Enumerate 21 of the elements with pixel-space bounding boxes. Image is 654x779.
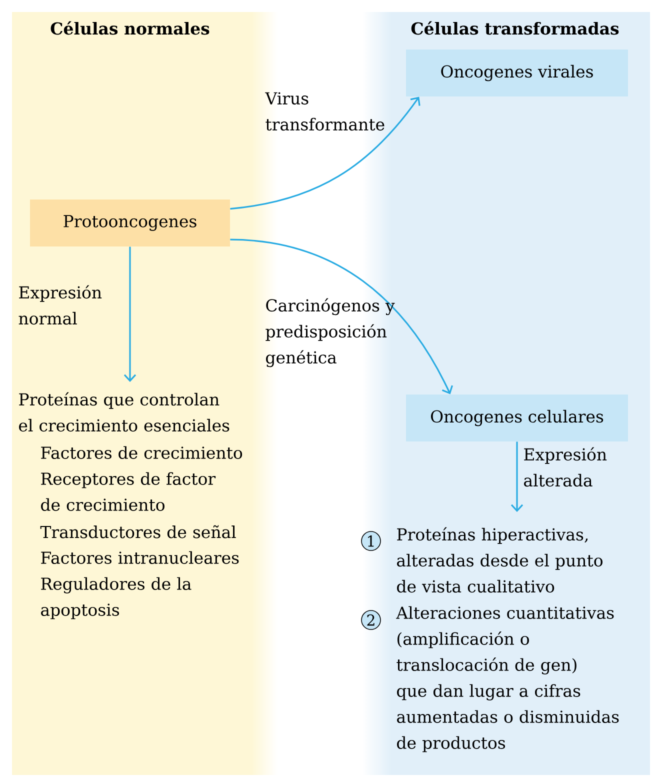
list-item: Transductores de señal bbox=[40, 525, 236, 538]
callout-number: 1 bbox=[361, 531, 381, 551]
arrow bbox=[510, 442, 524, 512]
list-item: Reguladores de la apoptosis bbox=[41, 577, 192, 620]
edge-label: Expresión normal bbox=[18, 285, 102, 325]
arrow bbox=[124, 246, 136, 382]
list-item: Alteraciones cuantitativas (amplificación o translocación de gen) que dan lugar a cifras aumentadas o disminuidas de productos bbox=[396, 606, 619, 752]
edge-label: Virus transformante bbox=[265, 92, 384, 131]
list-item: Receptores de factor de crecimiento bbox=[41, 472, 216, 511]
list-item: Proteínas hiperactivas, alteradas desde el punto de vista cualitativo bbox=[397, 527, 602, 593]
edge-label: Carcinógenos y predisposición genética bbox=[266, 298, 395, 368]
process-box: Protooncogenes bbox=[30, 200, 230, 246]
arrow bbox=[230, 238, 453, 394]
list-item: Factores intranucleares bbox=[41, 551, 239, 564]
list-item: Factores de crecimiento bbox=[41, 446, 242, 459]
edge-label: Expresión alterada bbox=[524, 447, 607, 487]
process-box: Oncogenes virales bbox=[406, 50, 628, 96]
process-box: Oncogenes celulares bbox=[406, 394, 628, 442]
callout-number: 2 bbox=[361, 610, 381, 630]
list-item: Proteínas que controlan el crecimiento esenciales bbox=[19, 392, 230, 432]
arrow bbox=[230, 96, 420, 210]
